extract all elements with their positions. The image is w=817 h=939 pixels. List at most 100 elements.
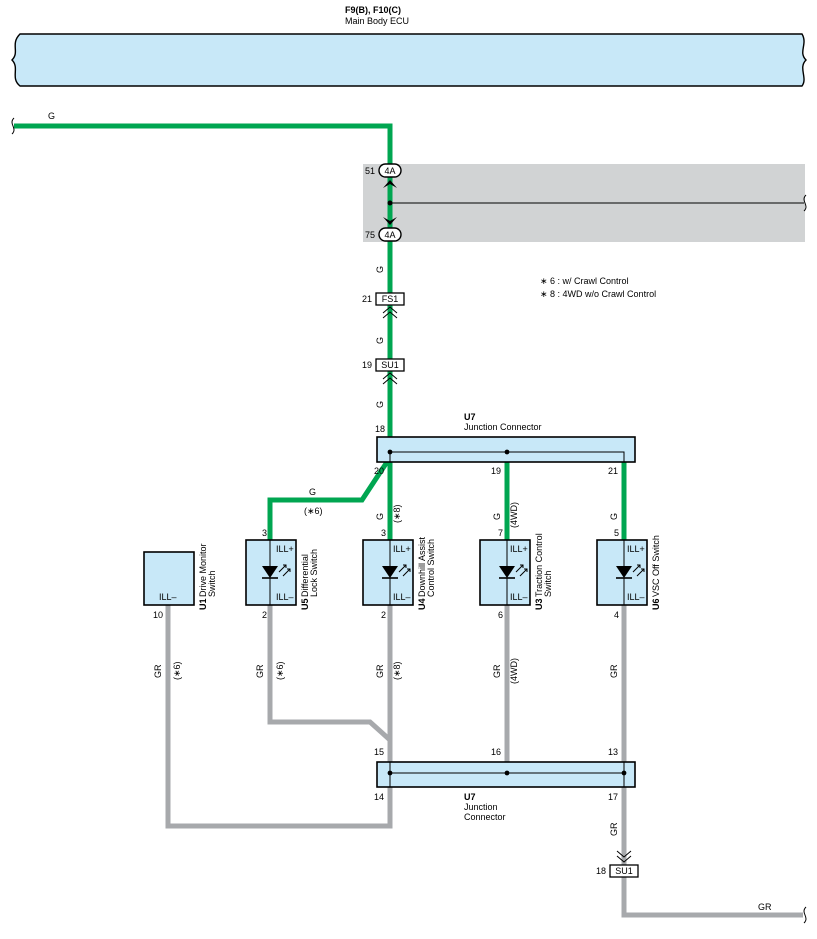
pin-4: 4 <box>614 610 619 620</box>
switch-u1-drive-monitor: ILL– 10 U1 Drive Monitor Switch <box>143 543 217 620</box>
pin-19: 19 <box>362 360 372 370</box>
pin-2: 2 <box>381 610 386 620</box>
switch-u4-downhill-assist: ILL+ ILL– 3 2 U4 Downhill Assist Control… <box>362 528 436 620</box>
wire-color-label: GR <box>255 664 265 678</box>
pin-21: 21 <box>362 294 372 304</box>
switch-u6-vsc-off: ILL+ ILL– 5 4 U6 VSC Off Switch <box>596 528 661 620</box>
wire-note: (∗8) <box>392 504 402 523</box>
pin-6: 6 <box>498 610 503 620</box>
pin-3: 3 <box>262 528 267 538</box>
wire-color-label: G <box>609 513 619 520</box>
note-star8: ∗ 8 : 4WD w/o Crawl Control <box>540 289 656 299</box>
svg-text:Traction Control: Traction Control <box>534 533 544 597</box>
svg-text:ILL+: ILL+ <box>393 544 411 554</box>
pin-18: 18 <box>596 866 606 876</box>
switch-u5-differential-lock: ILL+ ILL– 3 2 U5 Differential Lock Switc… <box>245 528 319 620</box>
wire-note: (∗6) <box>172 661 182 680</box>
pin-16: 16 <box>491 747 501 757</box>
pin-20: 20 <box>374 466 384 476</box>
svg-text:Switch: Switch <box>207 570 217 597</box>
svg-text:U1: U1 <box>198 598 208 610</box>
wire-color-label: G <box>48 111 55 121</box>
connector-su1-bottom: SU1 18 <box>596 850 639 878</box>
svg-text:U7: U7 <box>464 412 476 422</box>
wire-color-label: G <box>375 266 385 273</box>
pin-3: 3 <box>381 528 386 538</box>
connector-fs1: FS1 21 <box>362 292 405 319</box>
svg-text:ILL+: ILL+ <box>276 544 294 554</box>
splice-dot <box>387 200 393 206</box>
svg-text:U5: U5 <box>300 598 310 610</box>
svg-text:SU1: SU1 <box>381 360 399 370</box>
wire-color-label: G <box>375 401 385 408</box>
wire-color-label: GR <box>758 902 772 912</box>
svg-text:ILL–: ILL– <box>627 592 645 602</box>
pin-15: 15 <box>374 747 384 757</box>
svg-text:U3: U3 <box>534 598 544 610</box>
wire-color-label: GR <box>375 664 385 678</box>
wire-color-label: G <box>375 337 385 344</box>
wire-color-label: G <box>375 513 385 520</box>
ecu-name: Main Body ECU <box>345 16 409 26</box>
svg-text:ILL–: ILL– <box>159 592 177 602</box>
pin-51: 51 <box>365 166 375 176</box>
svg-text:ILL+: ILL+ <box>510 544 528 554</box>
ecu-title: F9(B), F10(C) <box>345 5 401 15</box>
svg-text:ILL+: ILL+ <box>627 544 645 554</box>
break-mark-splice <box>803 194 807 212</box>
pin-13: 13 <box>608 747 618 757</box>
pin-7: 7 <box>498 528 503 538</box>
main-body-ecu-block <box>11 33 807 87</box>
break-mark-left <box>11 117 15 135</box>
svg-text:FS1: FS1 <box>382 294 399 304</box>
pin-19: 19 <box>491 466 501 476</box>
pin-2: 2 <box>262 610 267 620</box>
pin-14: 14 <box>374 792 384 802</box>
gray-wires <box>165 605 803 918</box>
svg-text:Junction Connector: Junction Connector <box>464 422 542 432</box>
pin-10: 10 <box>153 610 163 620</box>
wire-color-label: G <box>492 513 502 520</box>
wire-color-label: GR <box>153 664 163 678</box>
svg-text:Switch: Switch <box>543 570 553 597</box>
junction-connector-top: U7 Junction Connector 18 20 19 21 <box>374 412 636 476</box>
connector-4a-bottom: 4A 75 <box>365 217 402 242</box>
junction-connector-bottom: 15 16 13 14 17 U7 Junction Connector <box>374 747 636 822</box>
svg-text:Downhill Assist: Downhill Assist <box>417 536 427 597</box>
break-mark-right <box>803 906 807 924</box>
wire-color-label: G <box>309 487 316 497</box>
wire-note: (4WD) <box>509 658 519 684</box>
svg-text:4A: 4A <box>384 166 395 176</box>
wire-color-label: GR <box>609 822 619 836</box>
pin-5: 5 <box>614 528 619 538</box>
svg-text:U7: U7 <box>464 792 476 802</box>
pin-21: 21 <box>608 466 618 476</box>
connector-su1-top: SU1 19 <box>362 358 405 385</box>
svg-text:Lock Switch: Lock Switch <box>309 549 319 597</box>
note-star6: ∗ 6 : w/ Crawl Control <box>540 276 629 286</box>
svg-text:U6: U6 <box>651 598 661 610</box>
wire-note: (∗6) <box>275 661 285 680</box>
wire-note: (4WD) <box>509 502 519 528</box>
svg-text:4A: 4A <box>384 230 395 240</box>
pin-75: 75 <box>365 230 375 240</box>
svg-text:ILL–: ILL– <box>276 592 294 602</box>
wire-note: (∗8) <box>392 661 402 680</box>
connector-4a-top: 4A 51 <box>365 163 402 188</box>
svg-text:Junction: Junction <box>464 802 498 812</box>
svg-text:Connector: Connector <box>464 812 506 822</box>
svg-text:Drive Monitor: Drive Monitor <box>198 543 208 597</box>
wire-note: (∗6) <box>304 506 323 516</box>
green-wires <box>14 123 627 540</box>
pin-17: 17 <box>608 792 618 802</box>
switch-u3-traction-control: ILL+ ILL– 7 6 U3 Traction Control Switch <box>479 528 553 620</box>
svg-text:Differential: Differential <box>300 554 310 597</box>
pin-18: 18 <box>375 424 385 434</box>
svg-text:SU1: SU1 <box>615 866 633 876</box>
wire-color-label: GR <box>492 664 502 678</box>
svg-text:Control Switch: Control Switch <box>426 539 436 597</box>
wire-color-label: GR <box>609 664 619 678</box>
svg-text:U4: U4 <box>417 598 427 610</box>
svg-text:ILL–: ILL– <box>510 592 528 602</box>
